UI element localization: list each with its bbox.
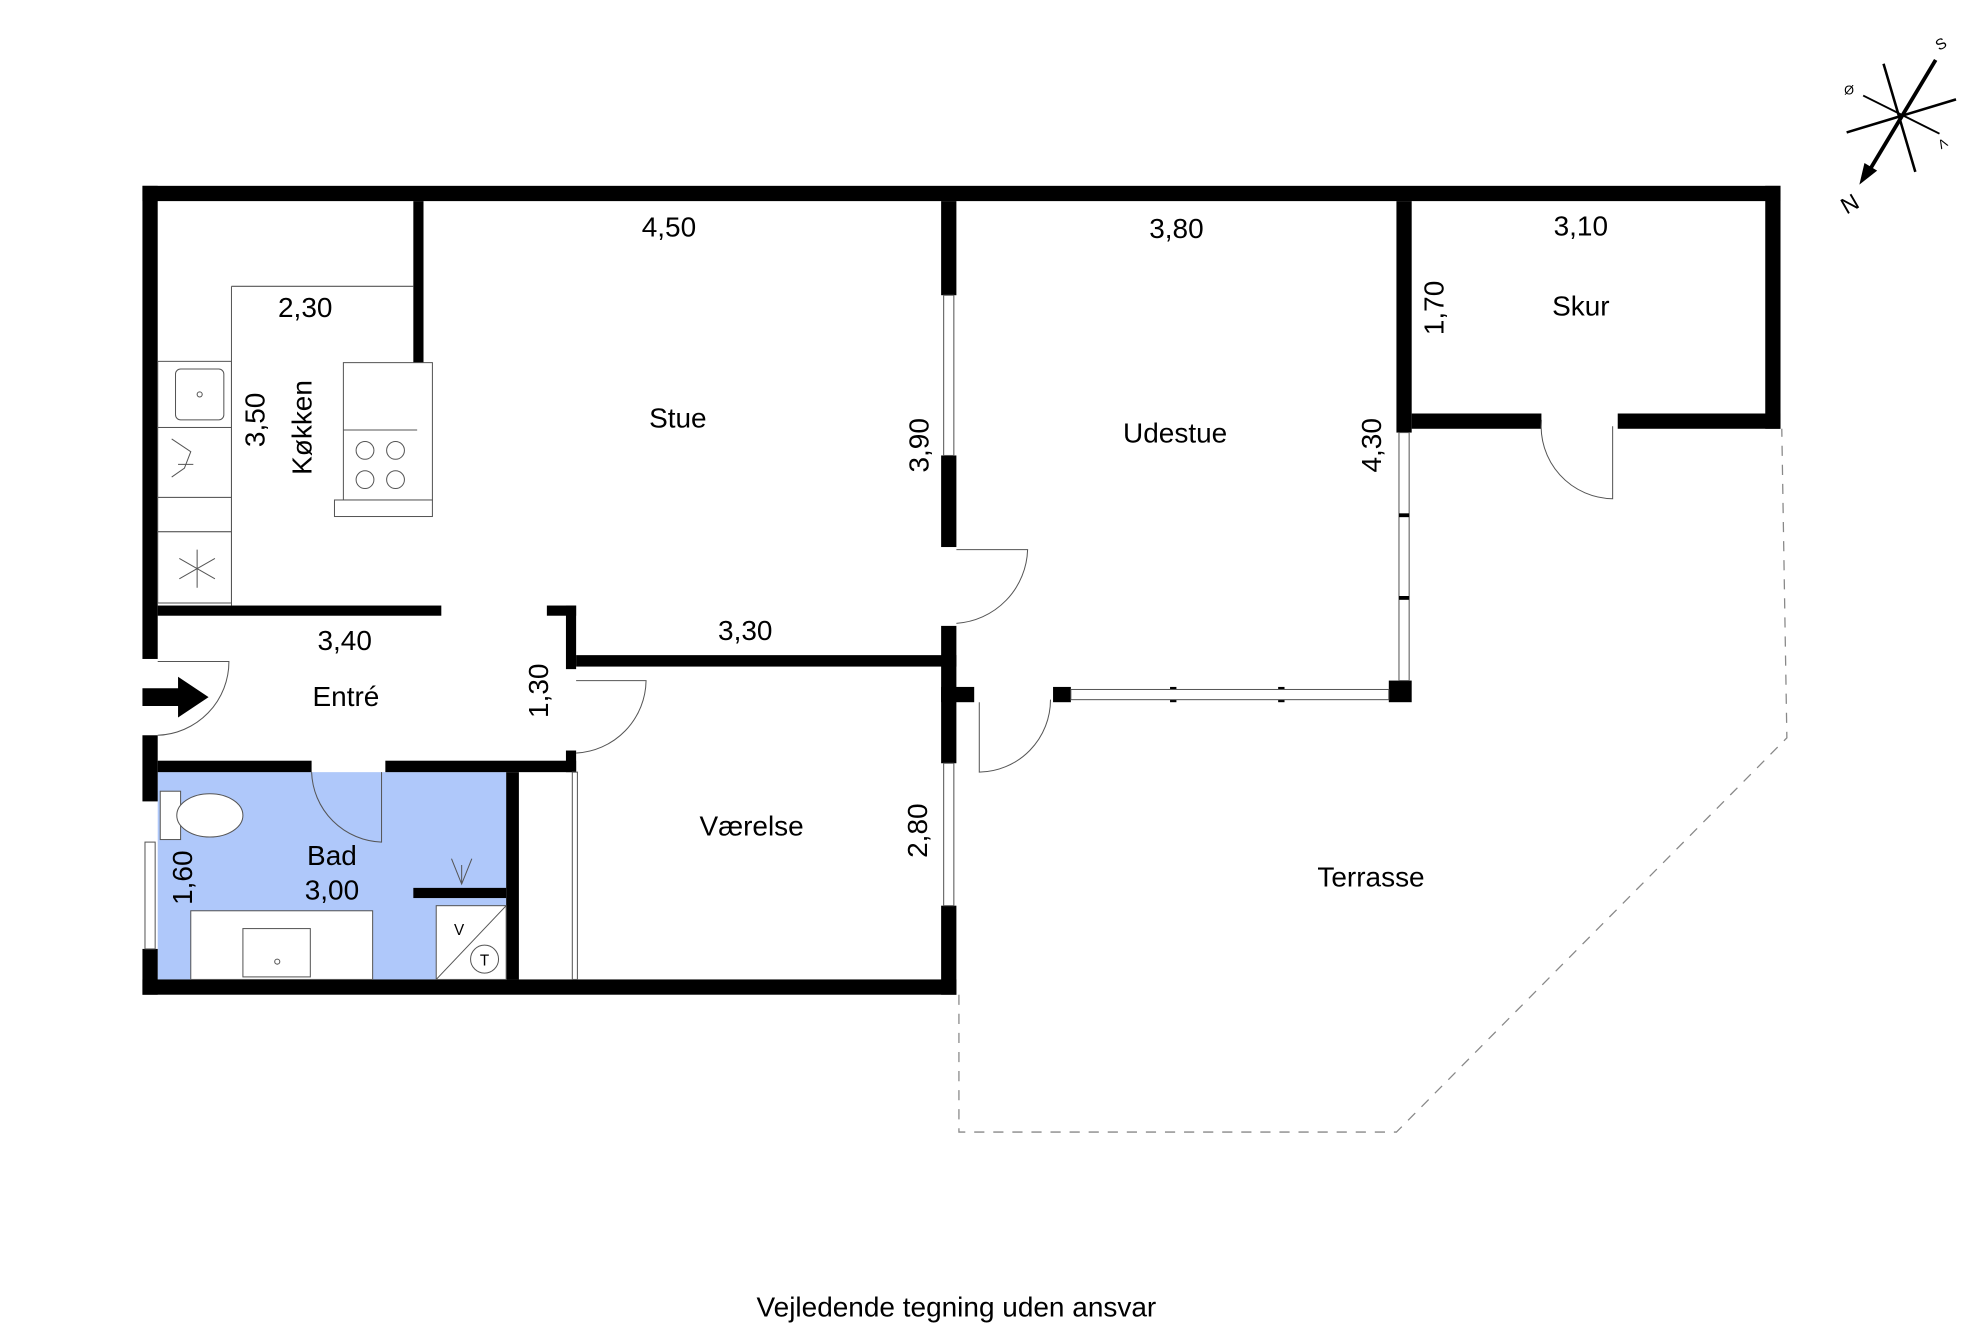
stove-icon — [343, 429, 418, 490]
dim-bath-width: 3,00 — [305, 874, 359, 905]
dim-sunroom-width: 3,80 — [1149, 213, 1203, 244]
dim-kitchen-width: 2,30 — [278, 292, 332, 323]
walls — [142, 185, 1781, 995]
bath-fixtures: V T — [159, 790, 507, 980]
dim-shed-width: 3,10 — [1554, 210, 1608, 241]
washer-label: V — [454, 922, 465, 939]
dryer-label: T — [480, 952, 489, 969]
dim-kitchen-length: 3,50 — [240, 393, 271, 447]
room-label-bedroom: Værelse — [700, 811, 804, 842]
entrance-arrow-icon — [142, 676, 209, 718]
room-label-terrace: Terrasse — [1317, 862, 1424, 893]
dim-entrance-length: 1,30 — [523, 664, 554, 718]
dim-bath-length: 1,60 — [167, 850, 198, 904]
room-label-kitchen: Køkken — [287, 380, 318, 475]
compass-north: N — [1836, 188, 1863, 219]
dim-shed-length: 1,70 — [1418, 281, 1449, 335]
dim-living-width: 4,50 — [642, 212, 696, 243]
room-label-bath: Bad — [307, 840, 357, 871]
dim-living-length: 3,90 — [903, 418, 934, 472]
compass-west: V — [1935, 135, 1950, 152]
compass-icon: N S Ø V — [1836, 35, 1957, 219]
dim-sunroom-length: 4,30 — [1356, 418, 1387, 472]
room-label-living: Stue — [649, 402, 707, 433]
room-label-shed: Skur — [1552, 291, 1610, 322]
room-label-entrance: Entré — [312, 681, 379, 712]
dim-bedroom-length: 2,80 — [902, 803, 933, 857]
terrace-outline — [958, 428, 1788, 1133]
doors — [157, 419, 1614, 980]
kitchen-fixtures — [157, 285, 433, 606]
compass-south: S — [1933, 35, 1950, 55]
compass-east: Ø — [1844, 82, 1854, 97]
dim-bedroom-width: 3,30 — [718, 615, 772, 646]
disclaimer-footer: Vejledende tegning uden ansvar — [757, 1291, 1157, 1322]
dim-entrance-width: 3,40 — [317, 625, 371, 656]
freezer-icon — [179, 549, 216, 588]
room-label-sunroom: Udestue — [1123, 418, 1227, 449]
windows — [144, 294, 1410, 950]
